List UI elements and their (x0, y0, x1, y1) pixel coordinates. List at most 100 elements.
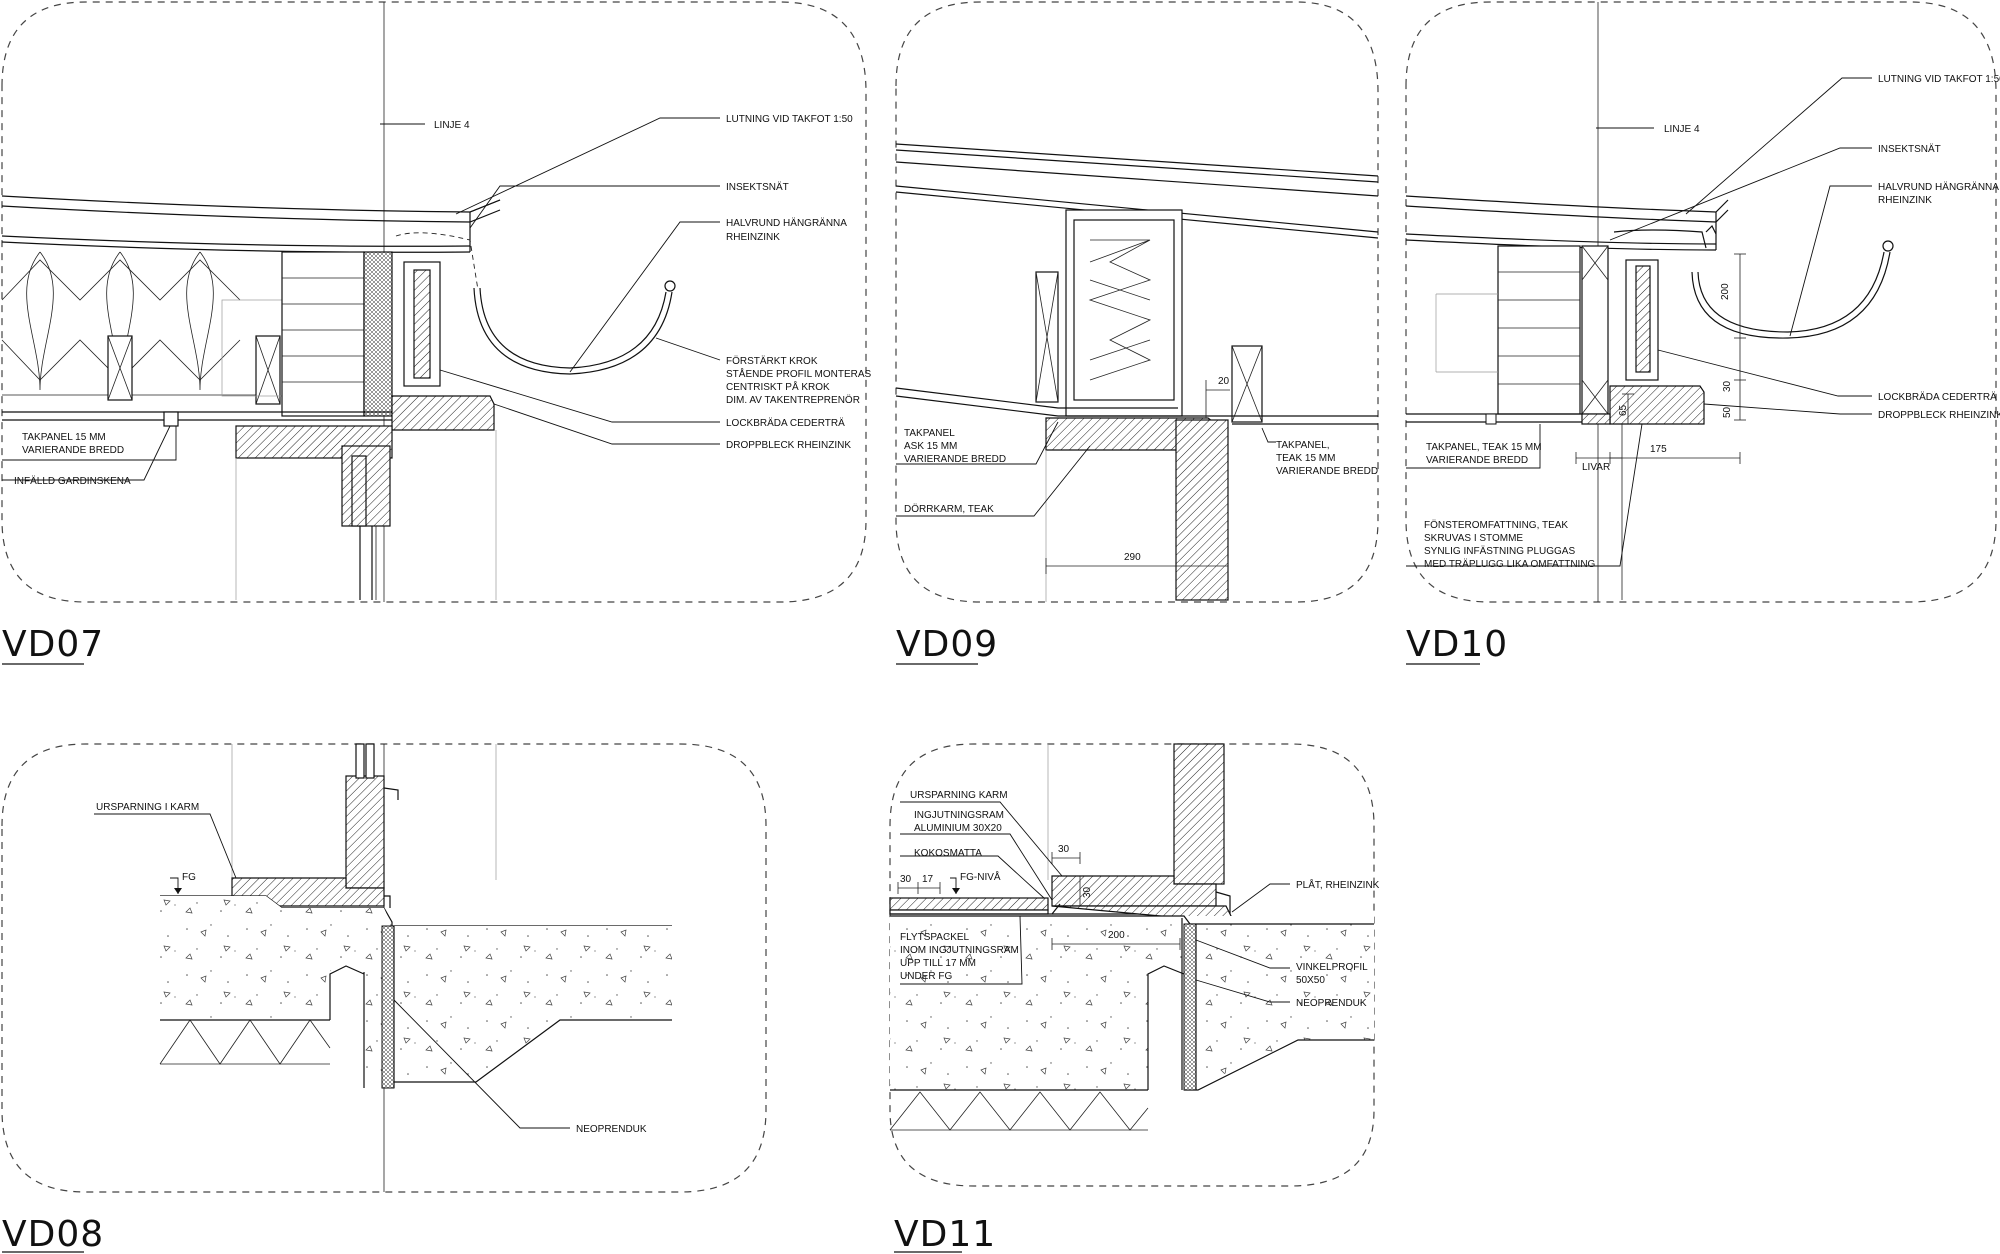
vd09-takpanel-teak-label: TEAK 15 MM (1276, 453, 1335, 464)
vd09-title: VD09 (896, 624, 998, 665)
vd10-frame (1405, 1, 1997, 603)
vd07-frame (1, 1, 867, 603)
vd07-droppbleck-label: DROPPBLECK RHEINZINK (726, 440, 851, 451)
detail-vd11: 30 30 30 17 200 URSPARNING KARM INGJUTNI… (889, 743, 1380, 1254)
vd07-krok-label: STÅENDE PROFIL MONTERAS (726, 367, 872, 380)
vd11-dim-30: 30 (1058, 844, 1070, 855)
vd10-dim-30: 30 (1722, 380, 1733, 392)
vd07-hangranna-label: RHEINZINK (726, 232, 780, 243)
vd11-ingjutning-label: INGJUTNINGSRAM (914, 810, 1004, 821)
vd07-gutter (473, 280, 676, 375)
detail-vd08: URSPARNING I KARM FG NEOPRENDUK VD08 (1, 743, 767, 1254)
vd11-ursparning-label: URSPARNING KARM (910, 790, 1008, 801)
detail-vd07: LINJE 4 LUTNING VID TAKFOT 1:50 INSEKTSN… (1, 1, 872, 665)
vd10-insektsnat-label: INSEKTSNÄT (1878, 143, 1941, 155)
vd09-dorrkarm-label: DÖRRKARM, TEAK (904, 503, 994, 515)
vd10-lockbrada-label: LOCKBRÄDA CEDERTRÄ (1878, 391, 1997, 403)
vd11-neoprenduk-label: NEOPRENDUK (1296, 998, 1367, 1009)
vd10-lutning-label: LUTNING VID TAKFOT 1:50 (1878, 74, 2000, 85)
vd10-hangranna-label: HALVRUND HÄNGRÄNNA (1878, 181, 1999, 193)
vd11-fgniva-label: FG-NIVÅ (960, 870, 1001, 883)
vd11-dim-30-vert: 30 (1082, 886, 1093, 898)
vd11-plat-label: PLÅT, RHEINZINK (1296, 878, 1380, 891)
vd10-dim-50: 50 (1722, 406, 1733, 418)
vd10-dim-65: 65 (1618, 404, 1629, 416)
vd11-ground (889, 915, 1374, 1131)
vd11-flytspackel-label: FLYTSPACKEL (900, 932, 970, 943)
vd10-livar-label: LIVAR (1582, 462, 1610, 473)
vd07-gardinskena-label: INFÄLLD GARDINSKENA (14, 475, 131, 487)
vd09-dim-290: 290 (1124, 552, 1141, 563)
vd10-omfattning-label: FÖNSTEROMFATTNING, TEAK (1424, 519, 1568, 531)
vd11-flytspackel-label: UPP TILL 17 MM (900, 958, 976, 969)
vd11-door-frame (1047, 743, 1231, 916)
vd07-ceiling-panel (2, 411, 392, 427)
vd08-fg-label: FG (182, 872, 196, 883)
vd10-title: VD10 (1406, 624, 1508, 665)
vd11-flytspackel-label: INOM INGJUTNINGSRAM (900, 945, 1019, 956)
vd07-lutning-label: LUTNING VID TAKFOT 1:50 (726, 114, 853, 125)
vd07-drip-ledge (235, 395, 497, 600)
vd11-kokosmatta-label: KOKOSMATTA (914, 848, 982, 859)
vd08-ursparning-label: URSPARNING I KARM (96, 802, 199, 813)
vd07-krok-label: DIM. AV TAKENTREPRENÖR (726, 394, 860, 406)
vd07-krok-label: CENTRISKT PÅ KROK (726, 380, 830, 393)
vd07-battens (107, 299, 283, 405)
vd07-linje-label: LINJE 4 (434, 120, 470, 131)
vd09-leaders (896, 421, 1276, 517)
vd09-ceiling-panels (895, 345, 1378, 425)
vd08-frame (1, 743, 767, 1193)
vd11-dim-200: 200 (1108, 930, 1125, 941)
vd11-leaders (900, 801, 1290, 1003)
vd09-takpanel-ask-label: TAKPANEL (904, 428, 955, 439)
vd10-droppbleck-label: DROPPBLECK RHEINZINK (1878, 410, 2000, 421)
vd07-insulation (1, 251, 270, 396)
vd09-takpanel-teak-label: VARIERANDE BREDD (1276, 466, 1378, 477)
vd11-frame (889, 743, 1375, 1187)
vd10-omfattning-label: SYNLIG INFÄSTNING PLUGGAS (1424, 545, 1575, 557)
vd11-vinkelprofil-label: 50X50 (1296, 975, 1325, 986)
vd10-linje-label: LINJE 4 (1664, 124, 1700, 135)
vd07-title: VD07 (2, 624, 104, 665)
vd10-hangranna-label: RHEINZINK (1878, 195, 1932, 206)
vd10-roof-build-up (1405, 195, 1729, 251)
vd11-ingjutning-label: ALUMINIUM 30X20 (914, 823, 1002, 834)
vd08-window-frame (231, 743, 497, 908)
vd11-flytspackel-label: UNDER FG (900, 971, 952, 982)
vd09-dims (1045, 380, 1233, 574)
vd10-omfattning-label: SKRUVAS I STOMME (1424, 533, 1523, 544)
vd09-roof-beam (1035, 209, 1183, 417)
vd08-leaders (94, 813, 570, 1129)
vd07-roof-build-up (1, 195, 501, 253)
vd10-omfattning-label: MED TRÄPLUGG LIKA OMFATTNING (1424, 558, 1596, 570)
vd11-vinkelprofil-label: VINKELPROFIL (1296, 962, 1368, 973)
vd07-wall-boards (281, 251, 393, 417)
vd10-leaders (1406, 77, 1872, 567)
vd11-title: VD11 (894, 1214, 996, 1254)
vd07-fascia (395, 232, 479, 387)
vd07-krok-label: FÖRSTÄRKT KROK (726, 355, 818, 367)
vd10-gutter (1691, 224, 1894, 339)
vd09-takpanel-ask-label: VARIERANDE BREDD (904, 454, 1006, 465)
vd09-takpanel-ask-label: ASK 15 MM (904, 441, 957, 452)
vd11-dim-30-left: 30 (900, 874, 912, 885)
vd11-dims (897, 852, 1181, 950)
vd07-leaders (2, 117, 721, 481)
vd07-lockbrada-label: LOCKBRÄDA CEDERTRÄ (726, 417, 845, 429)
vd11-fgniva-marker (950, 877, 960, 894)
vd10-wall-boards (1435, 245, 1609, 415)
vd10-dim-175: 175 (1650, 444, 1667, 455)
vd10-takpanel-label: VARIERANDE BREDD (1426, 455, 1528, 466)
vd10-takpanel-label: TAKPANEL, TEAK 15 MM (1426, 442, 1542, 453)
vd09-frame (895, 1, 1379, 603)
vd08-ground (159, 895, 672, 1089)
vd09-takpanel-teak-label: TAKPANEL, (1276, 440, 1330, 451)
vd07-takpanel-label: VARIERANDE BREDD (22, 445, 124, 456)
vd08-neoprenduk-label: NEOPRENDUK (576, 1124, 647, 1135)
vd10-fascia (1613, 229, 1707, 381)
vd07-takpanel-label: TAKPANEL 15 MM (22, 432, 106, 443)
vd09-dim-20: 20 (1218, 376, 1230, 387)
detail-vd10: 200 30 50 65 175 LUTNING VID TAKFOT 1:50… (1405, 1, 2000, 665)
vd08-title: VD08 (2, 1214, 104, 1254)
